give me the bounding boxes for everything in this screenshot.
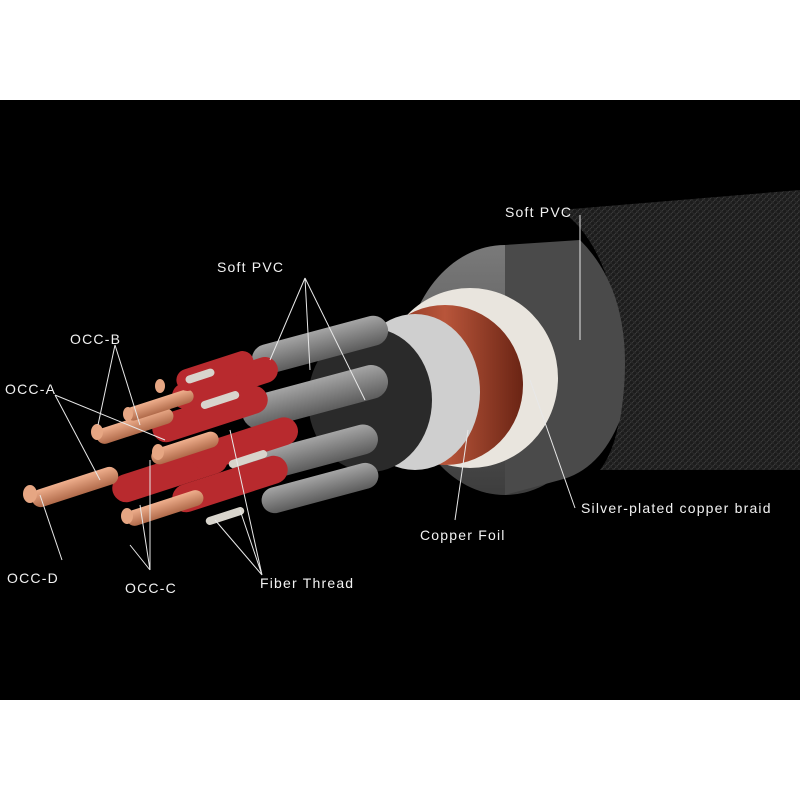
conductor-occ-c (121, 455, 288, 526)
label-silver-plated-braid: Silver-plated copper braid (581, 500, 772, 516)
label-occ-c: OCC-C (125, 580, 177, 596)
conductor-occ-b-2 (123, 357, 278, 421)
leader-lines (39, 215, 581, 576)
label-fiber-thread: Fiber Thread (260, 575, 354, 591)
label-inner-soft-pvc: Soft PVC (217, 259, 284, 275)
label-outer-soft-pvc: Soft PVC (505, 204, 572, 220)
label-occ-d: OCC-D (7, 570, 59, 586)
inner-bundle (232, 315, 432, 514)
label-copper-foil: Copper Foil (420, 527, 506, 543)
label-occ-a: OCC-A (5, 381, 56, 397)
label-occ-b: OCC-B (70, 331, 121, 347)
conductor-occ-d (151, 417, 298, 471)
conductor-occ-b (91, 385, 268, 444)
braided-sleeve (560, 190, 800, 470)
